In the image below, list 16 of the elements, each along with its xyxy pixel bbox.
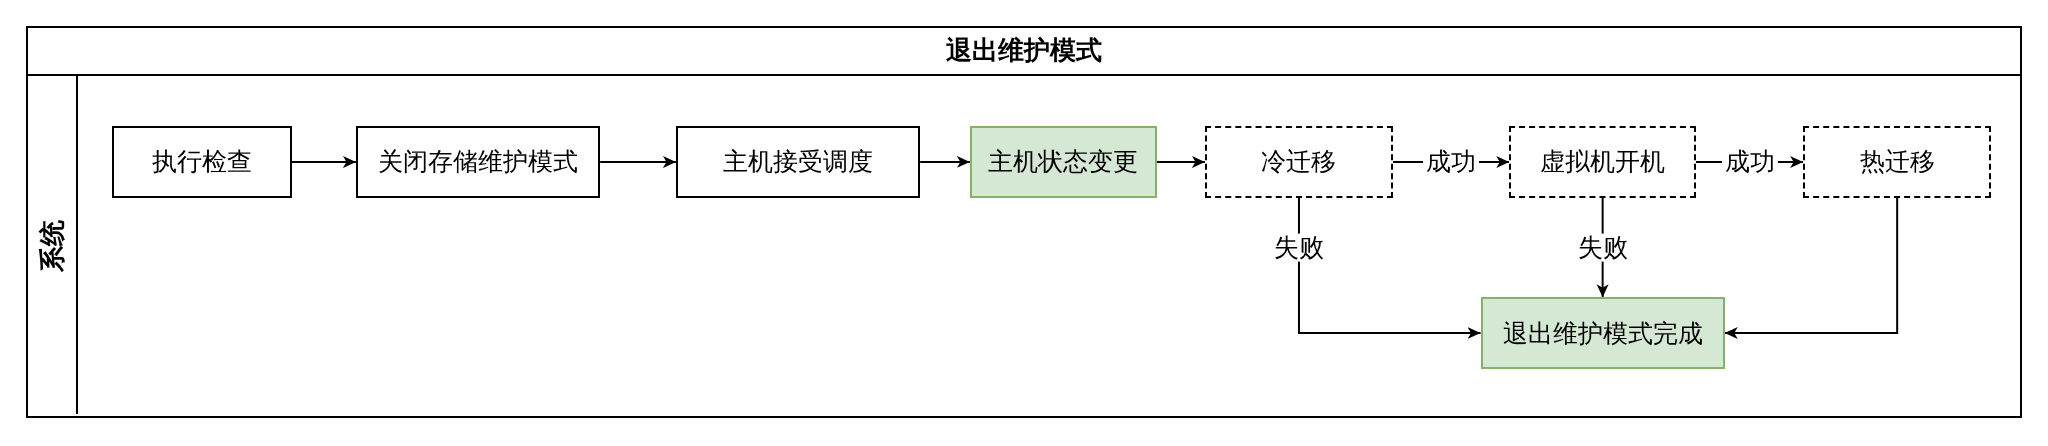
arrow [1297,196,1482,340]
process-box: 主机接受调度 [675,126,921,198]
process-box: 执行检查 [111,126,292,198]
arrow [919,155,971,168]
arrow [1723,196,1899,340]
dashed-process-box: 冷迁移 [1204,126,1393,198]
arrow [599,155,677,168]
highlighted-process-box: 退出维护模式完成 [1480,297,1725,369]
dashed-process-box: 虚拟机开机 [1509,126,1696,198]
arrow [1155,155,1206,168]
pool-title: 退出维护模式 [946,33,1102,67]
lane-label: 系统 [35,219,68,272]
arrow [290,155,357,168]
highlighted-process-box: 主机状态变更 [969,126,1157,198]
process-box: 关闭存储维护模式 [355,126,601,198]
dashed-process-box: 热迁移 [1803,126,1992,198]
